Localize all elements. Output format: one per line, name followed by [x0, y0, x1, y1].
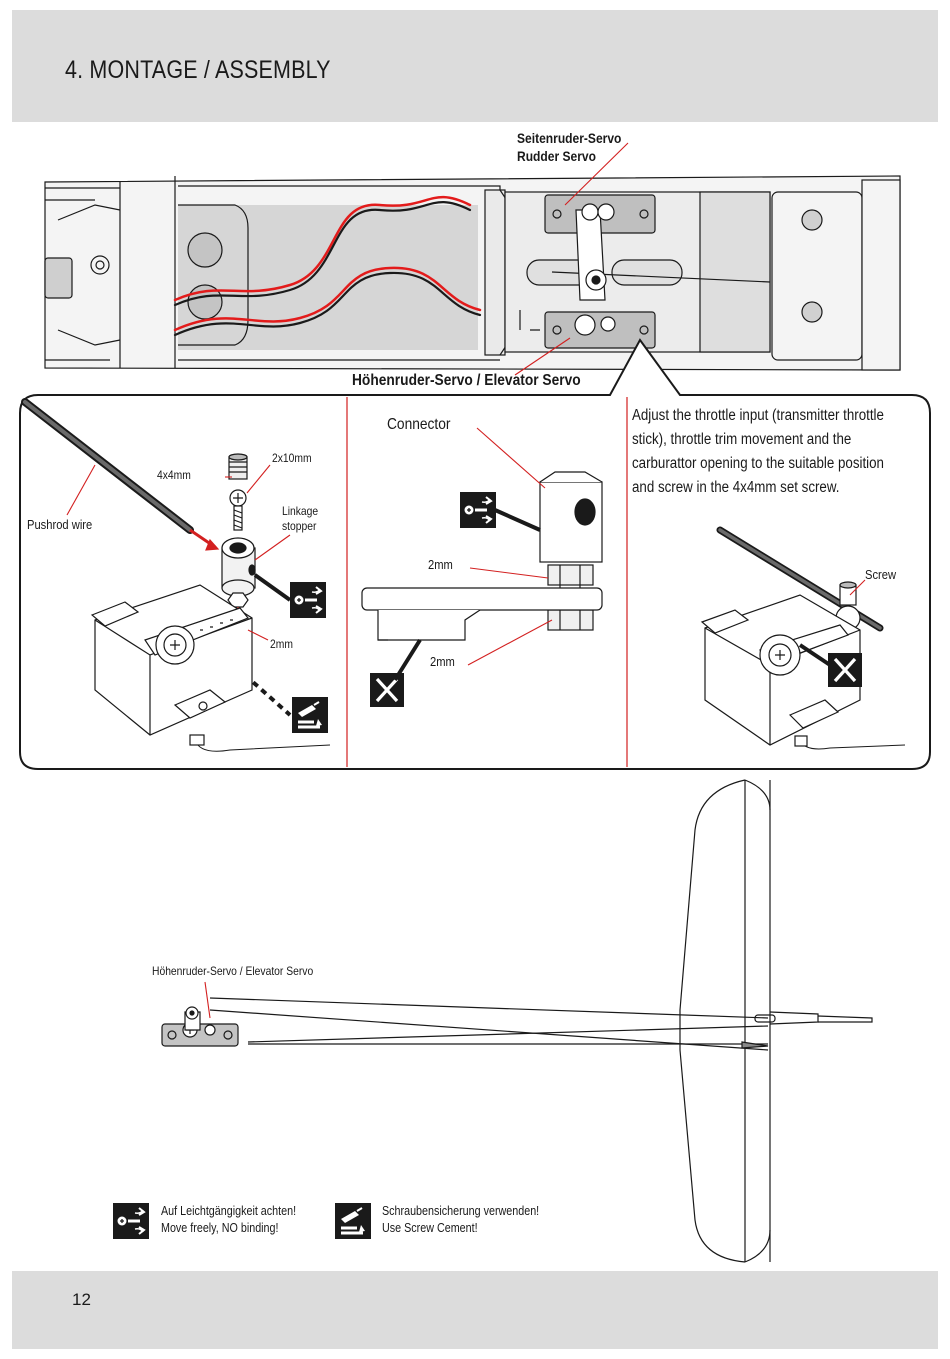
pushrod-label: Pushrod wire	[27, 517, 93, 532]
free-movement-icon	[458, 490, 498, 530]
rudder-servo-label-en: Rudder Servo	[517, 148, 596, 164]
legend-screw-cement-de: Schraubensicherung verwenden!	[382, 1204, 540, 1218]
tail-servo-leader	[204, 981, 211, 1019]
page-number: 12	[72, 1290, 91, 1309]
connector-label: Connector	[387, 416, 451, 433]
wrong-mark-icon	[826, 651, 864, 689]
screw-label: Screw	[865, 567, 897, 582]
instruction-line: stick), throttle trim movement and the	[632, 431, 852, 448]
rudder-servo-leader	[564, 142, 629, 206]
legend-screw-cement: Schraubensicherung verwenden! Use Screw …	[382, 1203, 539, 1237]
free-movement-icon	[111, 1201, 151, 1241]
gap-label: 2mm	[270, 637, 293, 651]
stopper-label-line1: Linkage	[282, 504, 319, 518]
screw-leader	[849, 579, 866, 596]
legend-free-move: Auf Leichtgängigkeit achten! Move freely…	[161, 1203, 296, 1237]
screw-cement-icon	[333, 1201, 373, 1241]
panel-dividers	[346, 397, 628, 767]
set-screw-size-label: 4x4mm	[157, 468, 191, 482]
throttle-instructions: Adjust the throttle input (transmitter t…	[632, 404, 916, 500]
tail-elevator-servo-label: Höhenruder-Servo / Elevator Servo	[152, 964, 314, 978]
throttle-servo-detail	[700, 526, 906, 750]
elevator-servo-label: Höhenruder-Servo / Elevator Servo	[352, 372, 581, 389]
wrong-mark-icon	[368, 671, 406, 709]
legend-free-move-de: Auf Leichtgängigkeit achten!	[161, 1204, 297, 1218]
gap-top-label: 2mm	[428, 557, 453, 572]
instruction-line: and screw in the 4x4mm set screw.	[632, 479, 840, 496]
legend-screw-cement-en: Use Screw Cement!	[382, 1221, 478, 1235]
servo-linkage-detail	[21, 398, 331, 752]
elevator-servo-leader	[514, 337, 571, 376]
left-panel-leaders	[66, 464, 291, 641]
middle-panel-leaders	[467, 427, 553, 666]
footer-band	[12, 1271, 938, 1349]
page-title: 4. MONTAGE / ASSEMBLY	[65, 56, 331, 84]
tail-linkage-view	[161, 779, 873, 1263]
screw-size-label: 2x10mm	[272, 451, 312, 465]
header-band	[12, 10, 938, 122]
instruction-line: carburattor opening to the suitable posi…	[632, 455, 884, 472]
connector-detail	[361, 471, 603, 641]
gap-bottom-label: 2mm	[430, 654, 455, 669]
screw-cement-icon	[290, 695, 330, 735]
rudder-servo-label-de: Seitenruder-Servo	[517, 130, 622, 146]
servo-wires	[173, 195, 482, 337]
stopper-label-line2: stopper	[282, 519, 317, 533]
free-movement-icon	[288, 580, 328, 620]
legend-free-move-en: Move freely, NO binding!	[161, 1221, 279, 1235]
instruction-line: Adjust the throttle input (transmitter t…	[632, 407, 884, 424]
fuselage-top-view	[44, 175, 901, 371]
